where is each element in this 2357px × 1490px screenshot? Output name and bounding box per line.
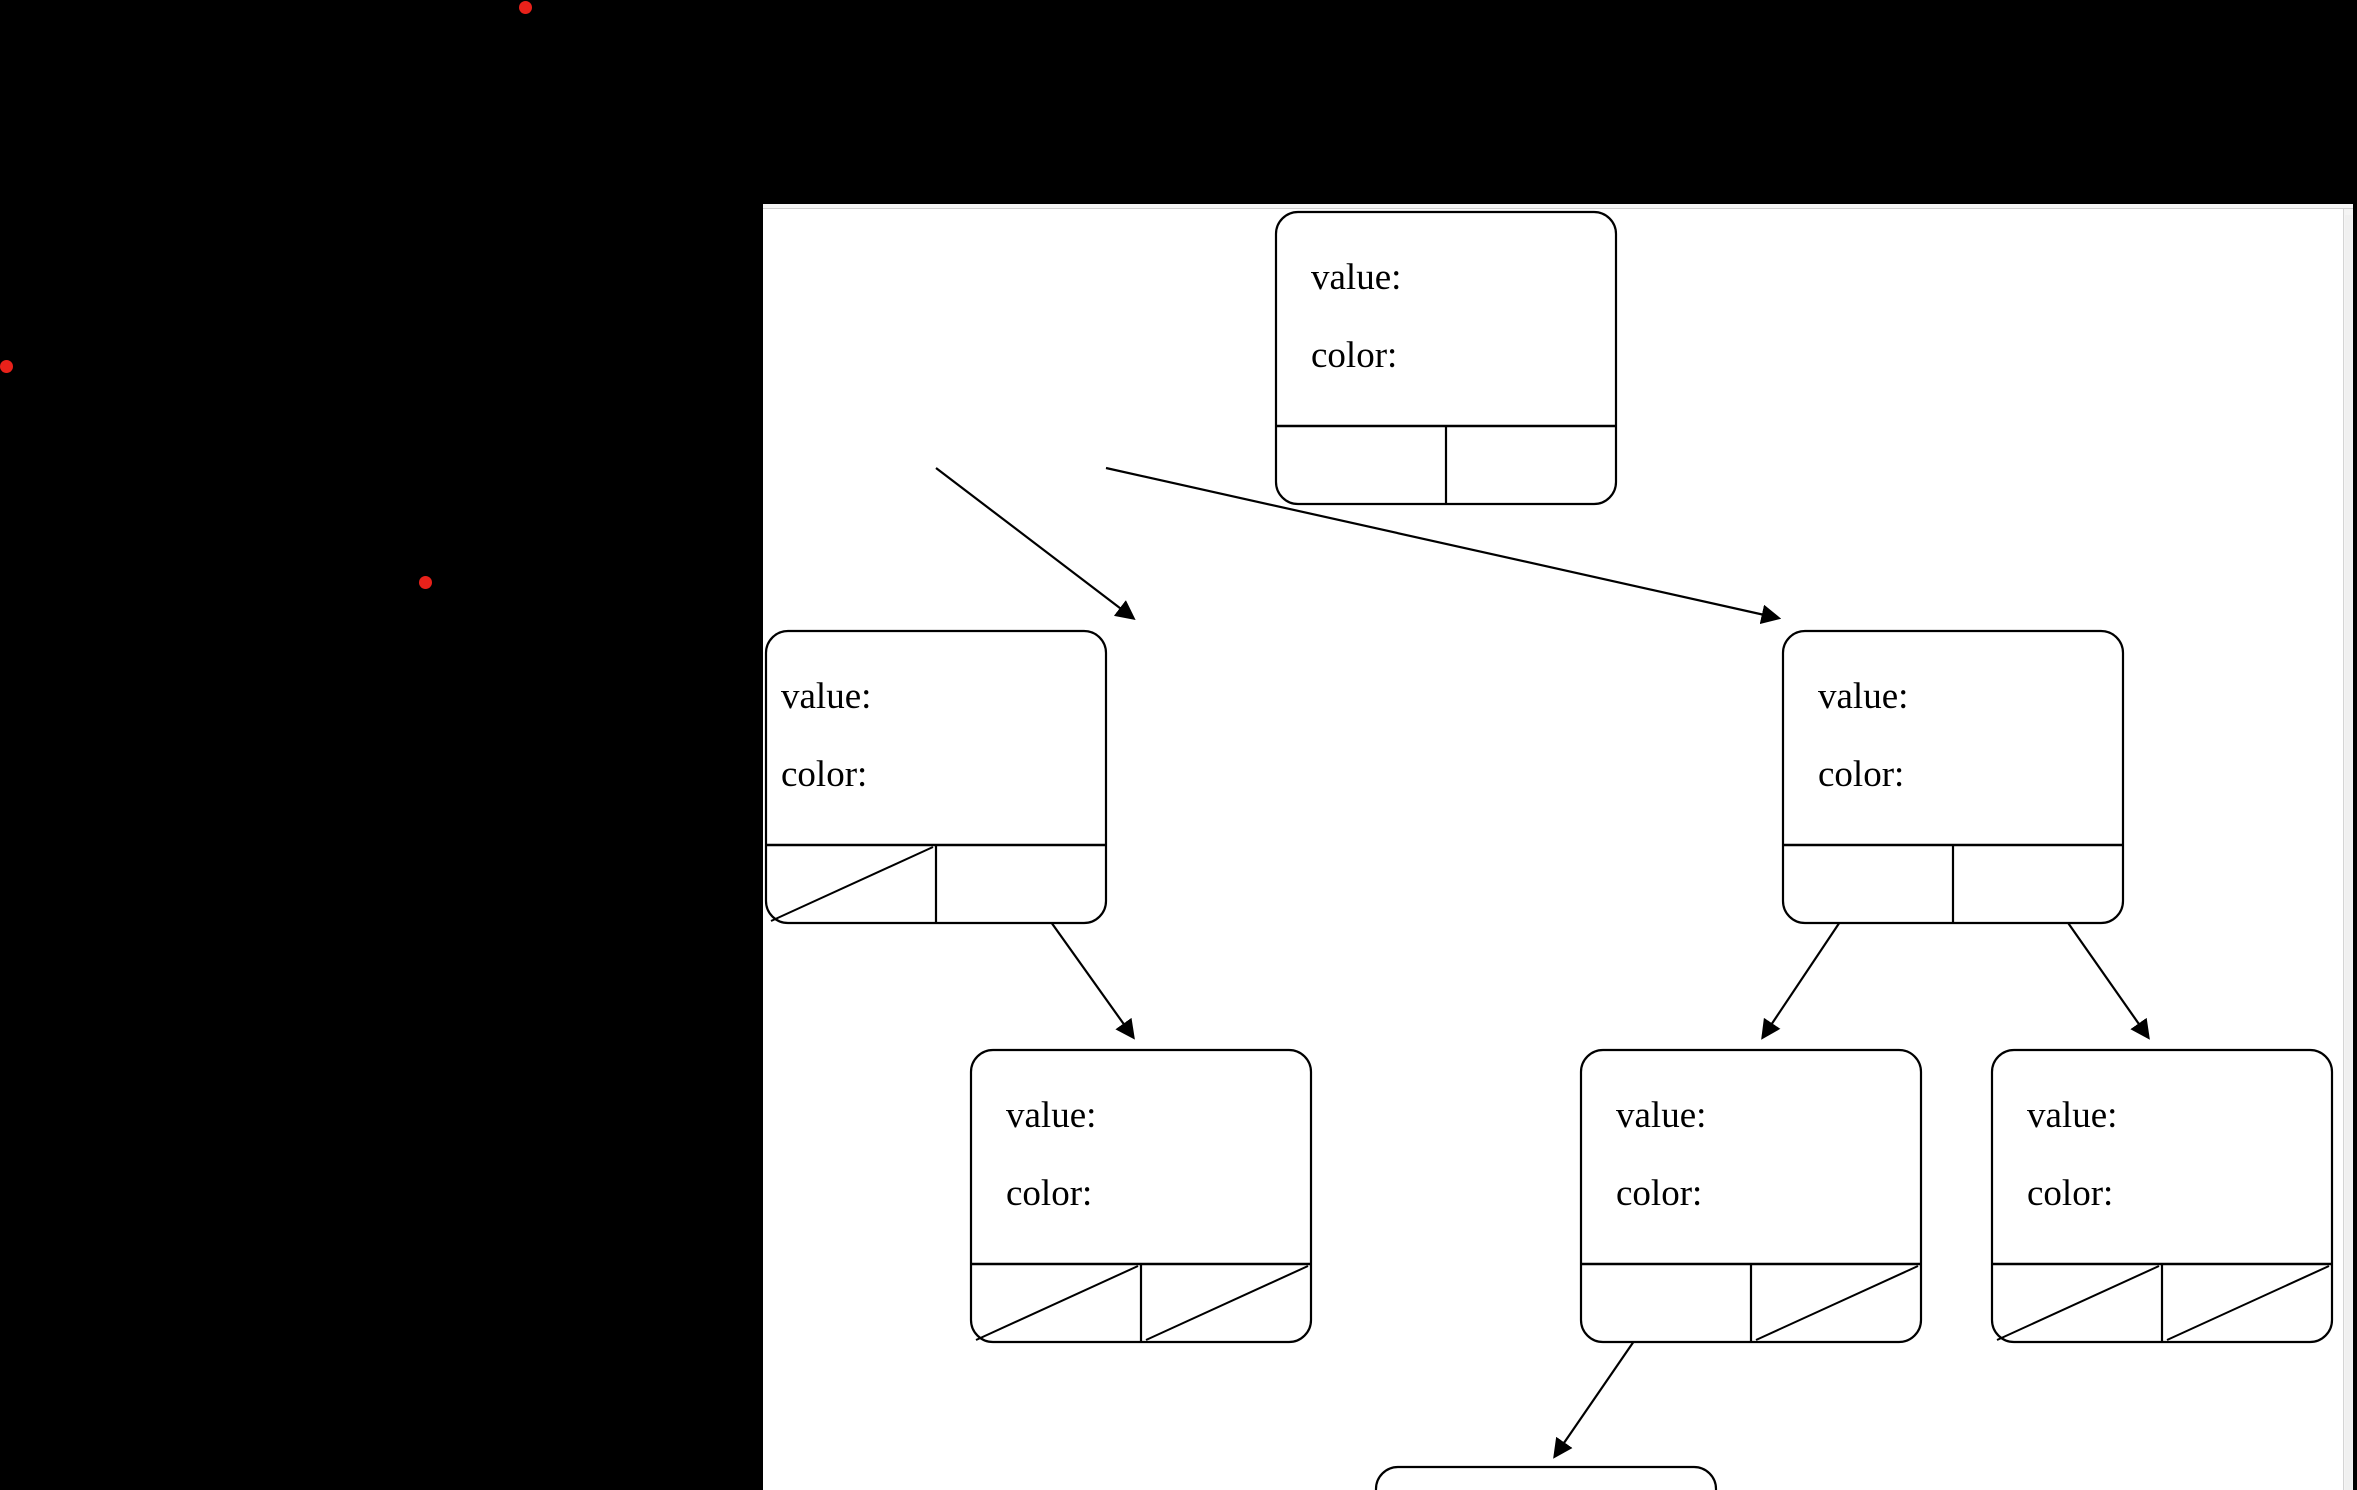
tree-node-right-right[interactable]: value: color: xyxy=(1990,1048,2334,1344)
node-color-label: color: xyxy=(781,754,867,795)
node-color-label: color: xyxy=(1006,1173,1092,1214)
tree-node-right[interactable]: value: color: xyxy=(1781,629,2125,925)
red-dot-top xyxy=(519,1,532,14)
panel-top-edge xyxy=(763,204,2353,209)
node-value-label: value: xyxy=(1818,676,1908,717)
edge-root-right xyxy=(1105,466,1782,625)
tree-node-left-right[interactable]: value: color: xyxy=(969,1048,1313,1344)
nil-pointer-slash-right xyxy=(1755,1265,1919,1341)
node-value-label: value: xyxy=(2027,1095,2117,1136)
node-value-label: value: xyxy=(1006,1095,1096,1136)
red-dot-left xyxy=(0,360,13,373)
tree-node-right-left[interactable]: value: color: xyxy=(1579,1048,1923,1344)
nil-pointer-slash-left xyxy=(770,846,934,922)
node-color-label: color: xyxy=(1818,754,1904,795)
node-color-label: color: xyxy=(1616,1173,1702,1214)
nil-pointer-slash-right xyxy=(2166,1265,2330,1341)
tree-node-deep[interactable]: value: color: xyxy=(1374,1465,1718,1490)
node-value-label: value: xyxy=(1311,257,1401,298)
tree-node-root[interactable]: value: color: xyxy=(1274,210,1618,506)
node-value-label: value: xyxy=(1616,1095,1706,1136)
document-panel: value: color: value: color: value: color… xyxy=(763,204,2353,1490)
tree-node-left[interactable]: value: color: xyxy=(764,629,1108,925)
node-color-label: color: xyxy=(2027,1173,2113,1214)
edge-layer xyxy=(935,466,2150,1459)
vertical-scrollbar-track[interactable] xyxy=(2343,209,2353,1490)
nil-pointer-slash-right xyxy=(1145,1265,1309,1341)
node-color-label: color: xyxy=(1311,335,1397,376)
nil-pointer-slash-left xyxy=(1996,1265,2160,1341)
edge-root-left xyxy=(935,467,1136,620)
red-dot-middle xyxy=(419,576,432,589)
node-outline xyxy=(1374,1465,1718,1490)
nil-pointer-slash-left xyxy=(975,1265,1139,1341)
node-value-label: value: xyxy=(781,676,871,717)
binary-tree-diagram: value: color: value: color: value: color… xyxy=(764,210,2334,1490)
vertical-scrollbar-thumb[interactable] xyxy=(2345,215,2352,1490)
